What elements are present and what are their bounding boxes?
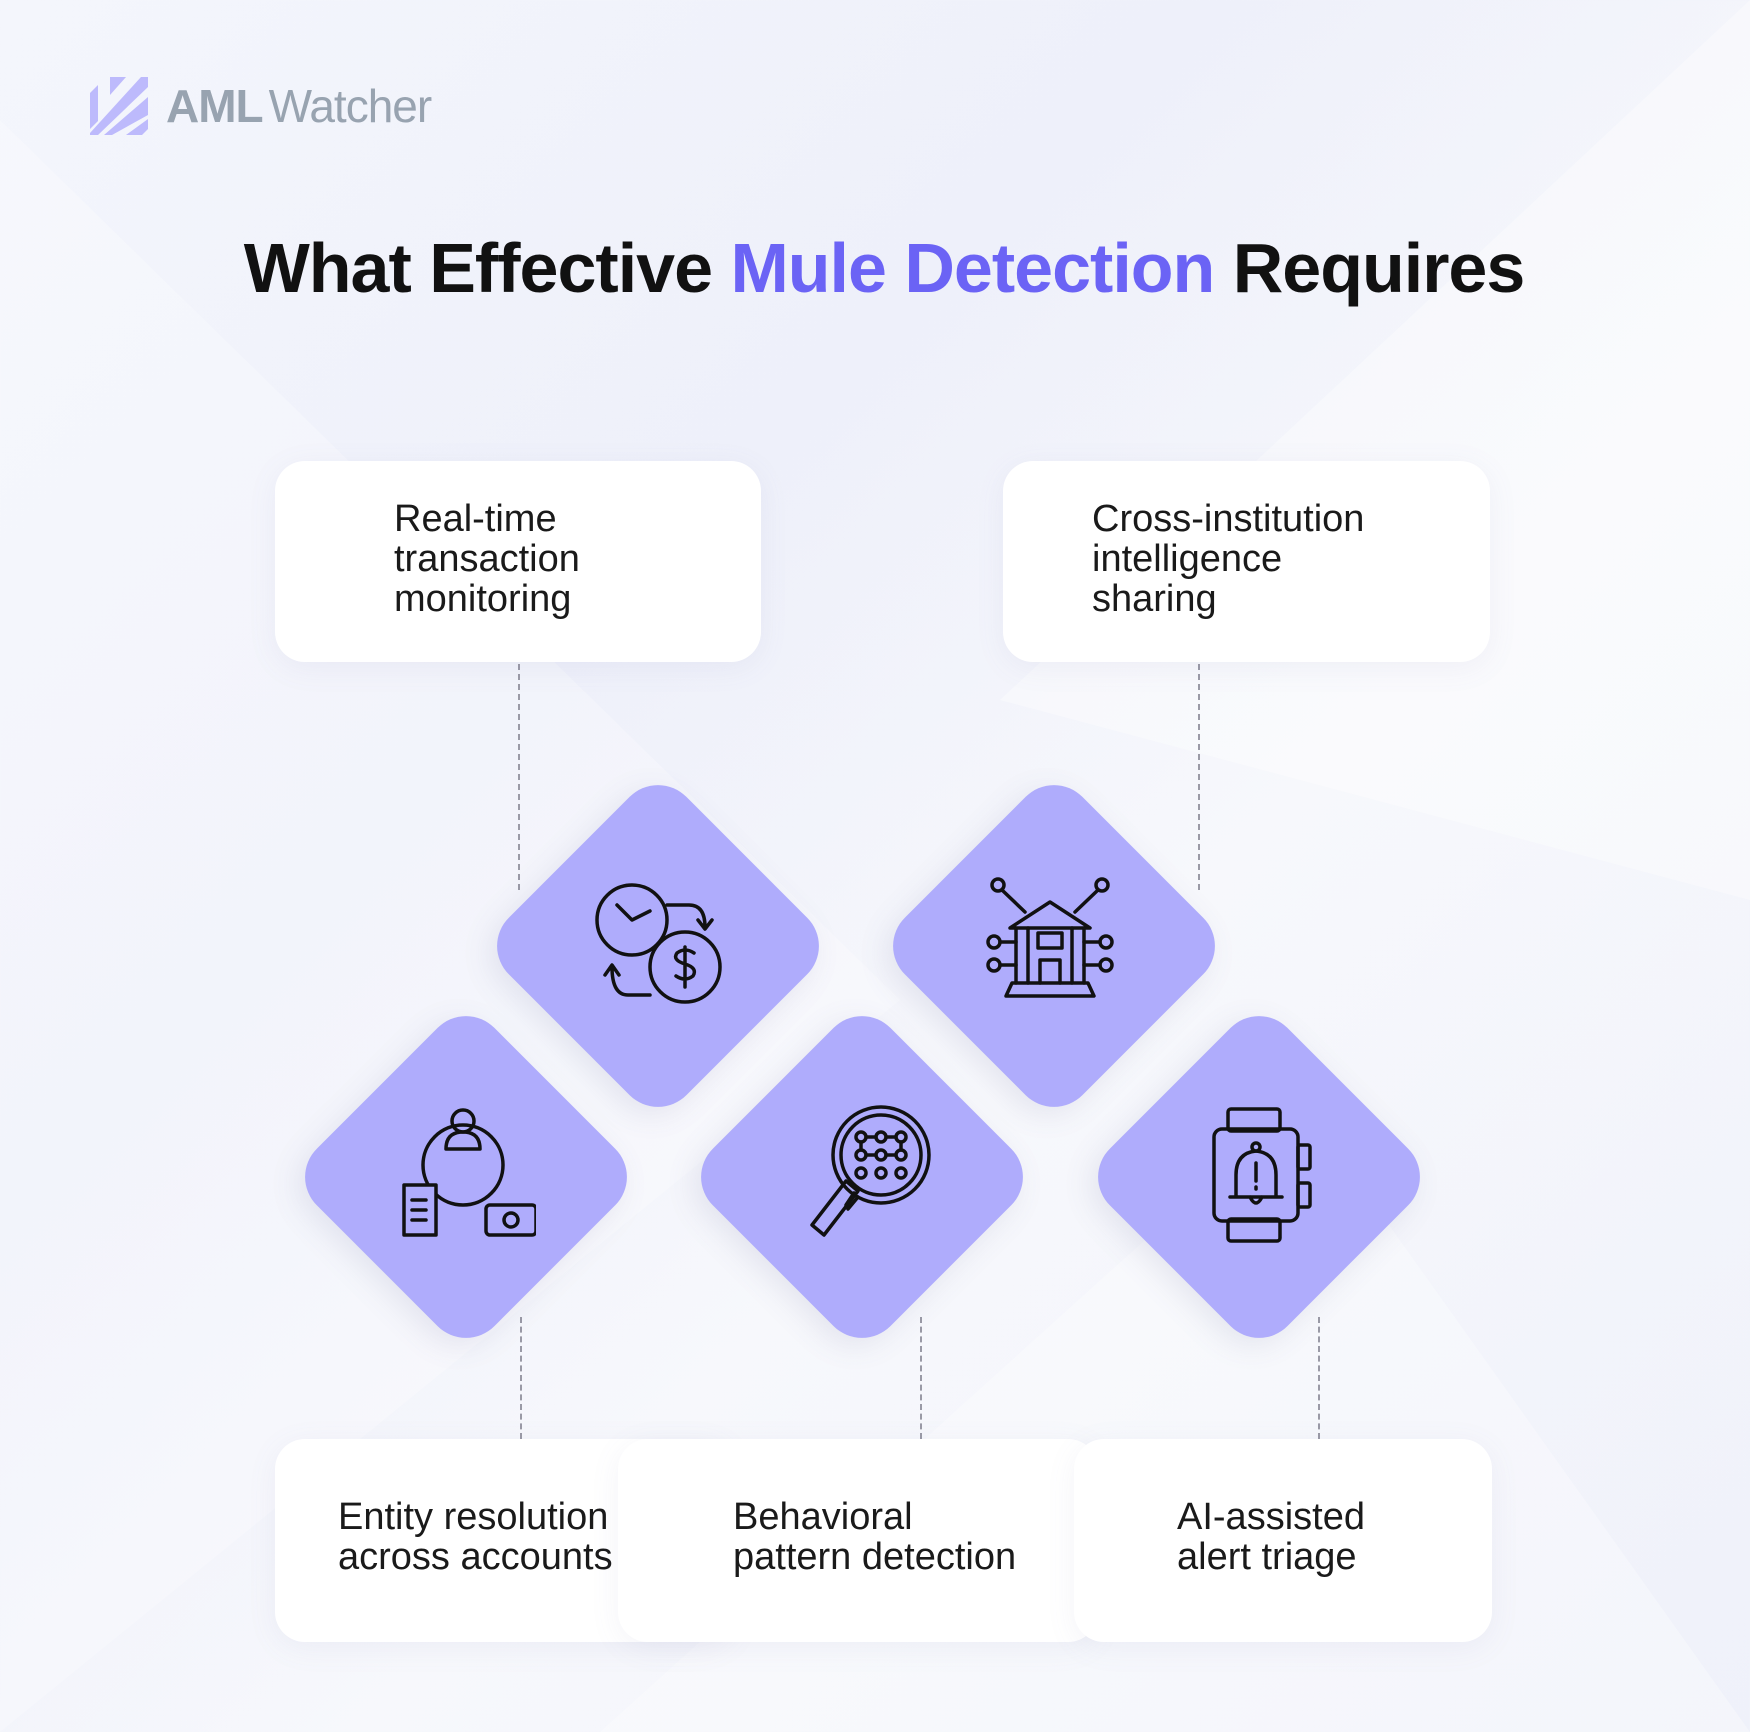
clock-dollar-exchange-icon — [590, 875, 730, 1015]
requirement-card-intelligence-sharing: Cross-institution intelligence sharing — [1003, 461, 1490, 662]
card-label: Real-time transaction monitoring — [394, 498, 580, 620]
requirement-card-realtime-monitoring: Real-time transaction monitoring — [275, 461, 761, 662]
connector-line — [518, 664, 520, 890]
smartwatch-alert-bell-icon — [1192, 1105, 1332, 1245]
connector-line — [920, 1317, 922, 1439]
page-title: What Effective Mule Detection Requires — [243, 229, 1526, 307]
person-linked-document-money-icon — [396, 1105, 538, 1245]
requirement-card-alert-triage: AI-assisted alert triage — [1074, 1439, 1492, 1642]
connector-line — [1318, 1317, 1320, 1439]
connector-line — [1198, 664, 1200, 890]
card-label: AI-assisted alert triage — [1177, 1496, 1365, 1578]
card-label: Behavioral pattern detection — [733, 1496, 1017, 1578]
requirement-card-behavioral-detection: Behavioral pattern detection — [618, 1439, 1098, 1642]
card-label: Cross-institution intelligence sharing — [1092, 498, 1365, 620]
logo-mark-icon — [90, 77, 148, 135]
card-label: Entity resolution across accounts — [338, 1496, 613, 1578]
connector-line — [520, 1317, 522, 1439]
connected-bank-icon — [980, 870, 1120, 1010]
magnifier-pattern-icon — [796, 1105, 936, 1245]
